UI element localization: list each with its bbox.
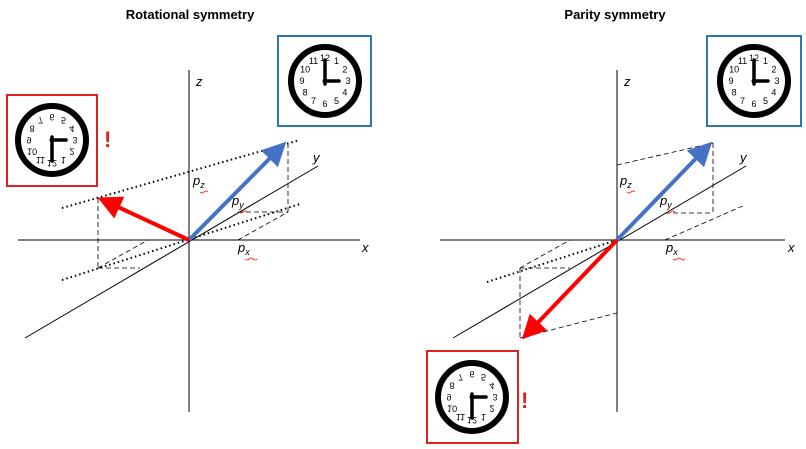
clock-numeral: 1 [481,412,486,422]
clock-numeral: 10 [447,404,457,414]
right-z-axis-label: z [623,74,631,89]
clock-numeral: 2 [489,404,494,414]
clock-numeral: 12 [47,158,57,168]
right-red-projection-x [519,239,571,269]
clock-numeral: 11 [309,56,318,66]
clock-numeral: 8 [450,381,455,391]
parity-panel: z x y pz py px [426,35,802,444]
clock-numeral: 11 [738,56,747,66]
right-original-clock-frame [706,35,802,127]
clock-numeral: 5 [763,96,768,106]
left-py-label: py [231,193,244,210]
left-x-axis-label: x [361,240,369,255]
right-parity-clock-frame [426,350,519,444]
right-dotted-guide [486,239,618,283]
clock-numeral: 3 [72,135,77,145]
clock-numeral: 4 [69,124,74,134]
clock-numeral: 9 [26,135,31,145]
clock-numeral: 12 [320,53,330,63]
clock-numeral: 8 [732,88,737,98]
clock-numeral: 10 [300,65,310,75]
clock-numeral: 8 [303,88,308,98]
right-px-squiggle [672,257,686,261]
clock-numeral: 3 [492,392,497,402]
left-red-vector [97,196,190,242]
clock-numeral: 12 [467,415,477,425]
left-dotted-guide-upper [61,139,301,209]
right-blue-vector [615,141,713,242]
right-pz-label: pz [619,173,632,190]
right-px-label: px [665,240,678,257]
left-px-label: px [237,240,250,257]
clock-numeral: 5 [334,96,339,106]
right-y-axis-label: y [739,150,748,165]
clock-numeral: 7 [311,96,316,106]
clock-numeral: 12 [749,53,759,63]
rotational-symmetry-title: Rotational symmetry [125,7,255,22]
clock-center [751,78,757,84]
clock-numeral: 3 [774,76,779,86]
right-red-vector [521,238,619,340]
right-warning-mark: ! [521,388,528,413]
clock-center [469,394,475,400]
left-z-axis-label: z [195,74,203,89]
clock-numeral: 6 [751,99,756,109]
clock-numeral: 9 [446,392,451,402]
clock-numeral: 1 [61,155,66,165]
left-px-squiggle [244,257,258,261]
left-pz-squiggle [199,190,209,194]
clock-numeral: 11 [36,155,45,165]
right-pz-squiggle [626,190,636,194]
right-py-squiggle [666,210,676,214]
rotational-panel: z x y pz py px [6,35,372,412]
clock-numeral: 5 [61,115,66,125]
clock-numeral: 11 [456,412,465,422]
left-py-squiggle [238,210,248,214]
clock-center [49,137,55,143]
parity-symmetry-title: Parity symmetry [564,7,666,22]
left-blue-projection-x [237,211,289,241]
left-rotated-clock-frame [6,94,98,187]
clock-numeral: 7 [740,96,745,106]
clock-numeral: 9 [299,76,304,86]
clock-numeral: 2 [771,65,776,75]
left-red-projection-x [97,239,149,269]
clock-numeral: 6 [322,99,327,109]
clock-numeral: 2 [342,65,347,75]
clock-numeral: 1 [334,56,339,66]
clock-numeral: 6 [49,112,54,122]
clock-numeral: 1 [763,56,768,66]
right-x-axis-label: x [787,240,795,255]
clock-numeral: 10 [729,65,739,75]
clock-numeral: 7 [458,372,463,382]
left-y-axis-label: y [312,150,321,165]
clock-numeral: 9 [728,76,733,86]
right-blue-projection-x [664,204,746,241]
clock-numeral: 7 [38,115,43,125]
left-blue-vector [187,141,287,242]
clock-numeral: 8 [30,124,35,134]
left-dotted-guide-lower [61,203,301,281]
clock-numeral: 3 [345,76,350,86]
clock-numeral: 4 [489,381,494,391]
clock-center [322,78,328,84]
right-py-label: py [659,193,672,210]
clock-numeral: 2 [69,147,74,157]
clock-numeral: 4 [771,88,776,98]
clock-numeral: 4 [342,88,347,98]
clock-numeral: 6 [469,369,474,379]
right-y-axis [452,165,747,339]
clock-numeral: 10 [27,147,37,157]
left-warning-mark: ! [104,127,111,152]
left-original-clock-frame [277,35,372,127]
left-pz-label: pz [192,173,205,190]
clock-numeral: 5 [481,372,486,382]
left-y-axis [24,165,319,339]
